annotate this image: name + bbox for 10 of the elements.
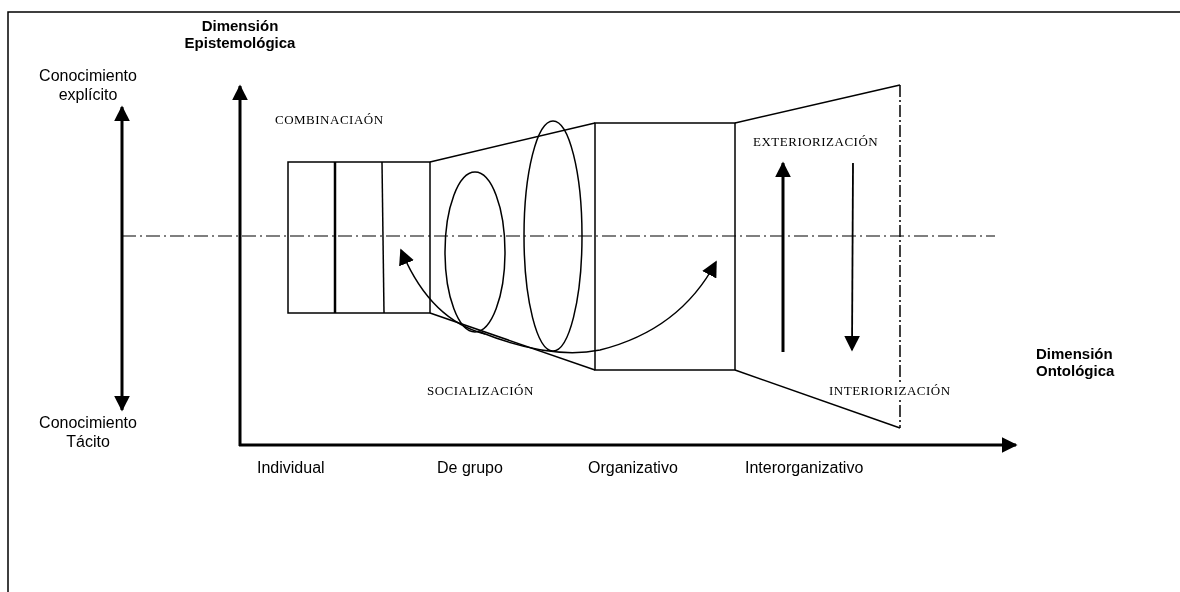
double-headed-arrow <box>114 105 130 412</box>
axis-end-label: Conocimiento explícito <box>28 66 148 104</box>
axis-category-label: Individual <box>257 458 325 477</box>
axis-title: Dimensión Epistemológica <box>183 17 297 51</box>
mode-label: INTERIORIZACIÓN <box>829 383 951 399</box>
axis-end-label: Conocimiento Tácito <box>28 413 148 451</box>
axis-category-label: De grupo <box>437 458 503 477</box>
axis-title: Dimensión Ontológica <box>1036 345 1116 379</box>
axis-category-label: Interorganizativo <box>745 458 864 477</box>
axis-category-label: Organizativo <box>588 458 678 477</box>
